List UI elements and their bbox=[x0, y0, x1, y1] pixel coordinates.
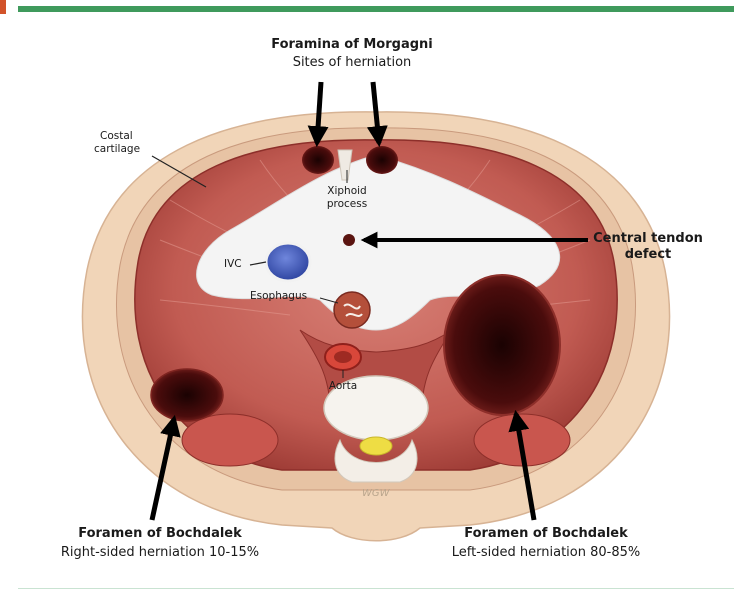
costal-label-line1: Costal bbox=[100, 130, 133, 142]
xiphoid-label-line1: Xiphoid bbox=[317, 185, 377, 197]
central-tendon-label-line2: defect bbox=[588, 248, 708, 263]
spinal-cord bbox=[360, 437, 392, 455]
costal-label-line2: cartilage bbox=[94, 143, 140, 155]
tendon-defect bbox=[343, 234, 355, 246]
psoas-right bbox=[182, 414, 278, 466]
bochdalek-left-subtitle: Left-sided herniation 80-85% bbox=[426, 546, 666, 561]
bochdalek-right-title: Foramen of Bochdalek bbox=[60, 527, 260, 542]
aorta-label: Aorta bbox=[318, 380, 368, 392]
esophagus-label: Esophagus bbox=[250, 290, 307, 302]
morgagni-foramen-left bbox=[366, 146, 398, 174]
footer-divider bbox=[18, 588, 734, 589]
morgagni-title: Foramina of Morgagni bbox=[262, 38, 442, 53]
esophagus-opening bbox=[334, 292, 370, 328]
morgagni-subtitle: Sites of herniation bbox=[262, 56, 442, 71]
ivc-label: IVC bbox=[224, 258, 242, 270]
morgagni-foramen-right bbox=[302, 146, 334, 174]
bochdalek-right-subtitle: Right-sided herniation 10-15% bbox=[40, 546, 280, 561]
bochdalek-left-title: Foramen of Bochdalek bbox=[446, 527, 646, 542]
xiphoid-label-line2: process bbox=[317, 198, 377, 210]
artist-signature: WGW bbox=[362, 488, 390, 500]
ivc-vessel bbox=[266, 243, 310, 281]
bochdalek-defect-left bbox=[444, 275, 560, 415]
bochdalek-defect-right bbox=[151, 369, 223, 421]
central-tendon-label-line1: Central tendon bbox=[588, 232, 708, 247]
